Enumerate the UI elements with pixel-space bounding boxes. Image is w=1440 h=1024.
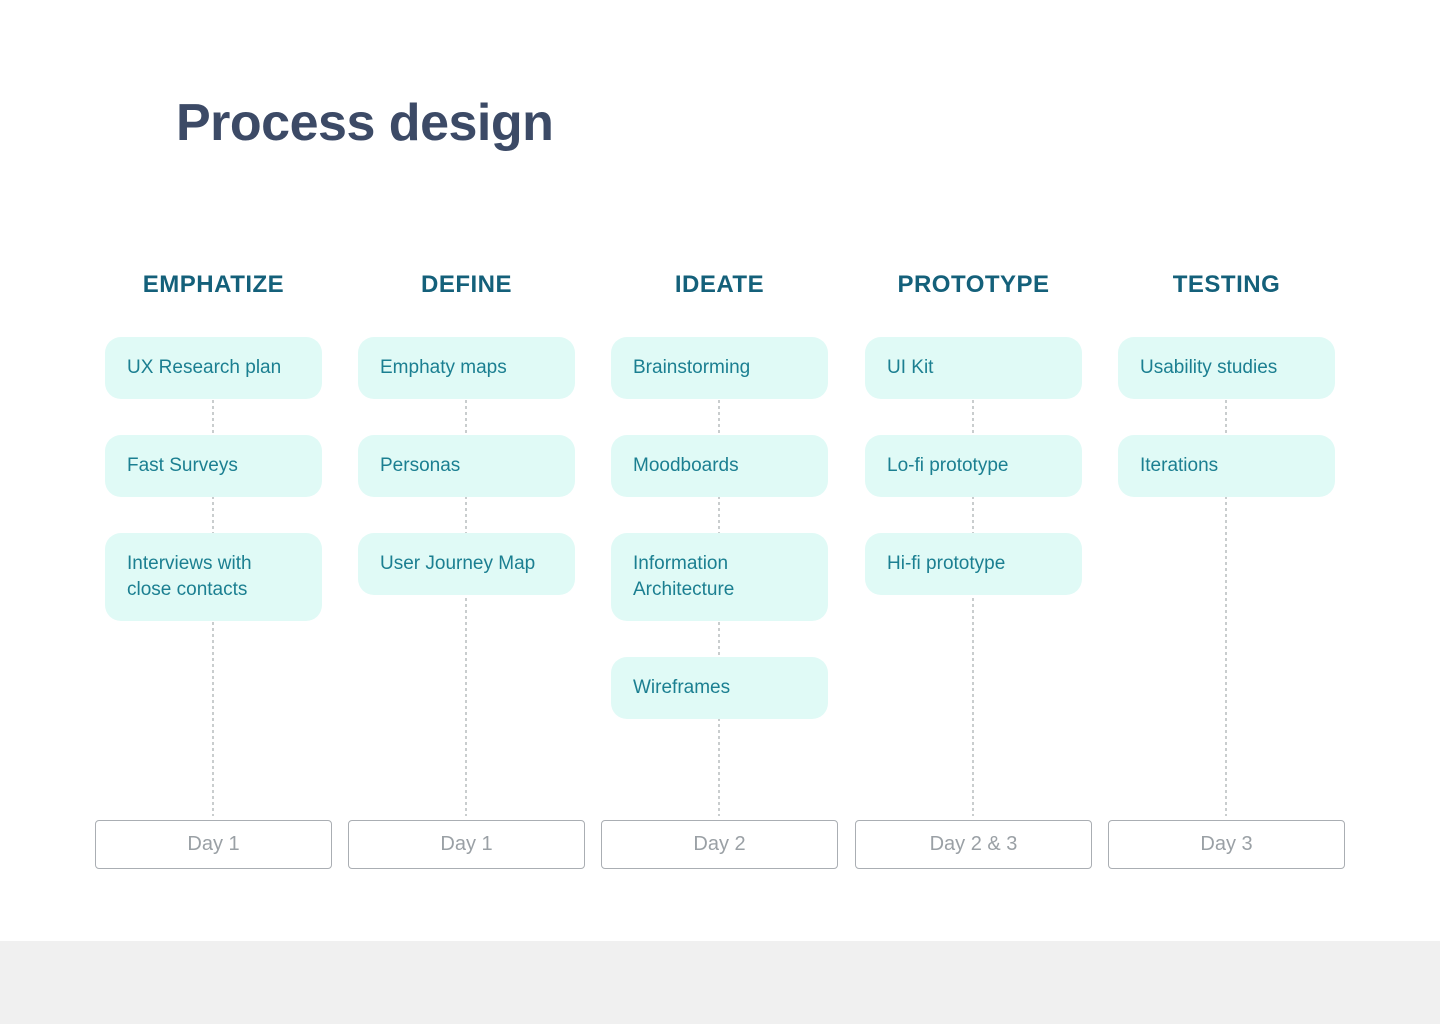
column-header: DEFINE: [420, 271, 512, 298]
column-emphatize: EMPHATIZE UX Research plan Fast Surveys …: [95, 0, 332, 1024]
column-header: TESTING: [1172, 271, 1281, 298]
process-card: Fast Surveys: [105, 435, 322, 497]
process-card: UX Research plan: [105, 337, 322, 399]
column-header: IDEATE: [674, 271, 765, 298]
process-card: Information Architecture: [611, 533, 828, 621]
connector-dotted-line: [1225, 400, 1227, 816]
connector-dotted-line: [465, 400, 467, 816]
process-card: Personas: [358, 435, 575, 497]
connector-dotted-line: [972, 400, 974, 816]
column-define: DEFINE Emphaty maps Personas User Journe…: [348, 0, 585, 1024]
process-card: Iterations: [1118, 435, 1335, 497]
day-label-box: Day 1: [348, 820, 585, 869]
column-testing: TESTING Usability studies Iterations Day…: [1108, 0, 1345, 1024]
process-card: Hi-fi prototype: [865, 533, 1082, 595]
day-label-box: Day 2: [601, 820, 838, 869]
day-label-box: Day 2 & 3: [855, 820, 1092, 869]
process-card: UI Kit: [865, 337, 1082, 399]
column-header: PROTOTYPE: [897, 271, 1050, 298]
process-card: User Journey Map: [358, 533, 575, 595]
process-card: Usability studies: [1118, 337, 1335, 399]
day-label-box: Day 1: [95, 820, 332, 869]
day-label-box: Day 3: [1108, 820, 1345, 869]
footer-strip: [0, 941, 1440, 1024]
column-ideate: IDEATE Brainstorming Moodboards Informat…: [601, 0, 838, 1024]
process-card: Interviews with close contacts: [105, 533, 322, 621]
process-card: Brainstorming: [611, 337, 828, 399]
process-card: Wireframes: [611, 657, 828, 719]
column-header: EMPHATIZE: [142, 271, 285, 298]
process-card: Lo-fi prototype: [865, 435, 1082, 497]
page-title: Process design: [176, 94, 554, 152]
column-prototype: PROTOTYPE UI Kit Lo-fi prototype Hi-fi p…: [855, 0, 1092, 1024]
process-card: Emphaty maps: [358, 337, 575, 399]
process-card: Moodboards: [611, 435, 828, 497]
